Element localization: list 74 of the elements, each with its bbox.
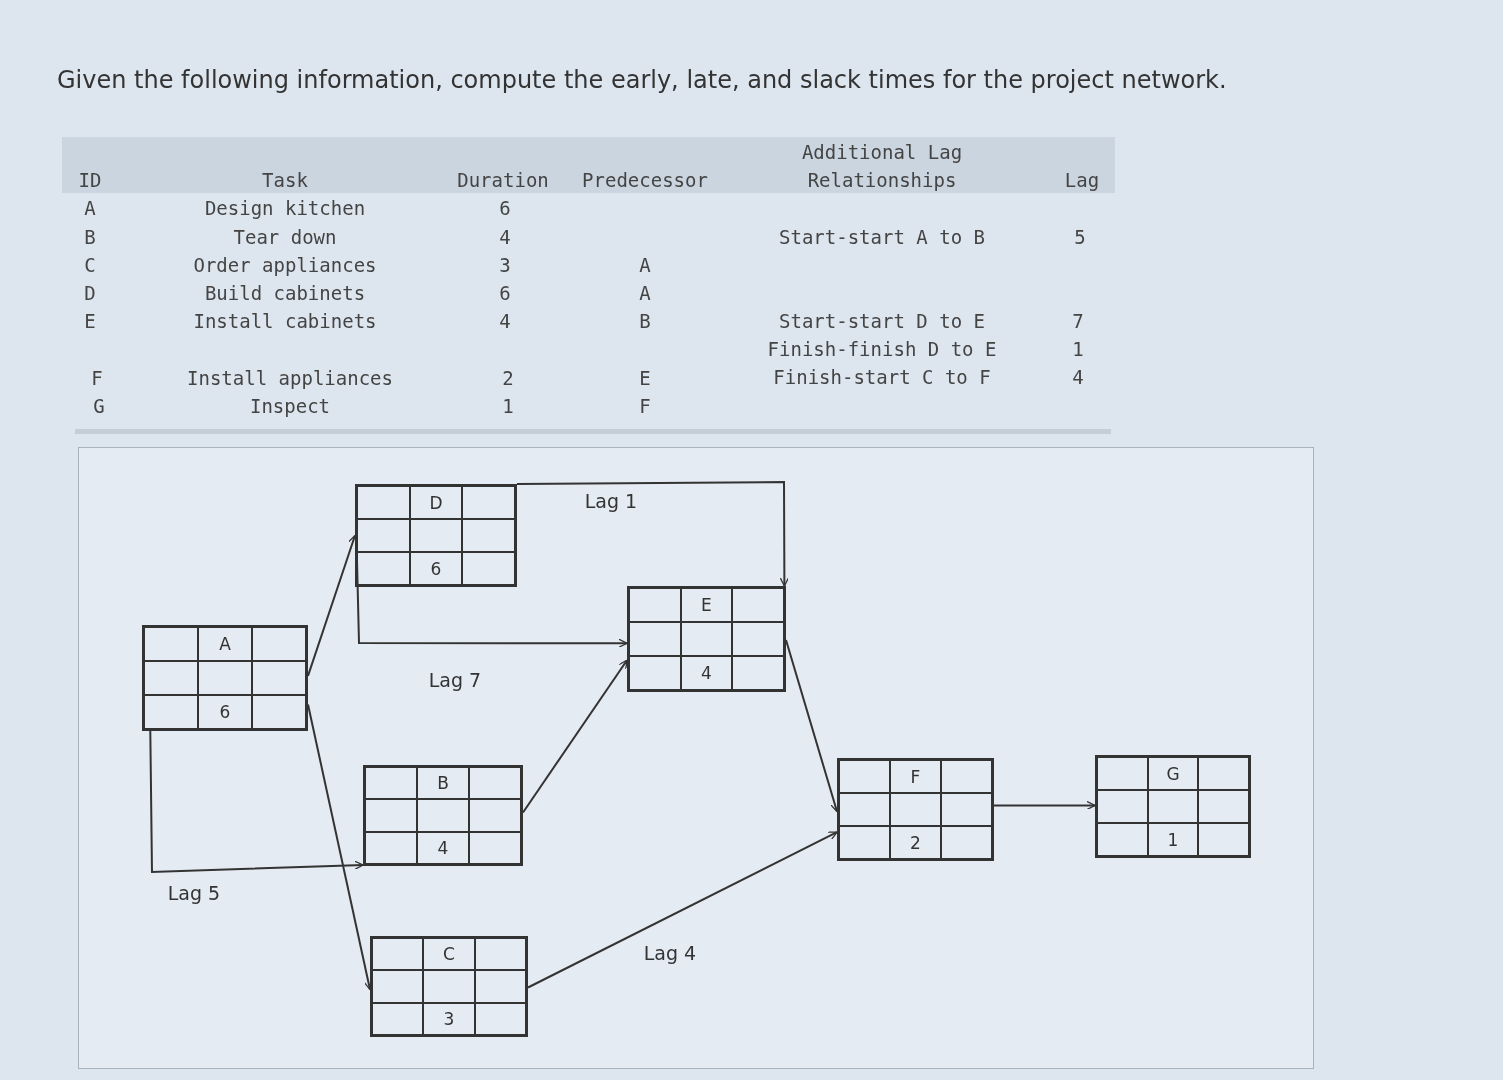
edge-label: Lag 5 xyxy=(167,882,221,904)
table-cell: C xyxy=(84,254,96,276)
arrow xyxy=(993,800,1096,811)
table-cell: Tear down xyxy=(233,226,337,248)
column-header: Duration xyxy=(457,169,549,191)
arrow xyxy=(527,831,838,989)
table-cell: 5 xyxy=(1074,226,1086,248)
grid-cell: 1 xyxy=(1147,823,1199,856)
table-cell: 1 xyxy=(1072,338,1084,360)
table-cell: D xyxy=(84,282,96,304)
activity-grid xyxy=(837,758,994,861)
edge-label: Lag 7 xyxy=(428,669,482,691)
table-cell: 4 xyxy=(1072,366,1084,388)
table-cell: Inspect xyxy=(249,395,331,417)
arrow xyxy=(522,659,628,814)
grid-cell: 6 xyxy=(409,552,463,585)
arrow xyxy=(516,481,789,587)
table-cell: B xyxy=(84,226,96,248)
table-cell: E xyxy=(639,367,651,389)
table-cell: E xyxy=(84,310,96,332)
table-cell: Finish-start C to F xyxy=(773,366,991,388)
table-cell: Start-start D to E xyxy=(779,310,985,332)
table-cell: Design kitchen xyxy=(204,197,366,219)
grid-cell: 2 xyxy=(890,826,941,859)
column-header: ID xyxy=(78,169,102,191)
activity-grid xyxy=(363,765,523,866)
table-cell: A xyxy=(639,282,651,304)
grid-cell: C xyxy=(423,938,475,971)
grid-cell: 3 xyxy=(423,1002,475,1035)
table-cell: F xyxy=(639,395,651,417)
table-cell: 3 xyxy=(499,254,511,276)
arrow xyxy=(149,730,364,874)
arrow xyxy=(785,639,840,813)
table-cell: A xyxy=(84,197,96,219)
table-cell: Order appliances xyxy=(193,254,377,276)
table-cell: 1 xyxy=(502,395,514,417)
grid-cell: E xyxy=(680,588,733,622)
activity-grid xyxy=(370,936,528,1037)
grid-cell: 4 xyxy=(417,831,469,864)
table-cell: B xyxy=(639,310,651,332)
table-cell: G xyxy=(93,395,105,417)
grid-cell: 6 xyxy=(198,695,252,729)
edge-label: Lag 1 xyxy=(584,490,638,512)
column-header: Additional Lag Relationships xyxy=(800,140,964,193)
grid-cell: B xyxy=(417,767,469,800)
table-cell: 7 xyxy=(1072,310,1084,332)
title-text: Given the following information, compute the early, late, and slack times for the project network. xyxy=(57,66,1227,94)
arrow xyxy=(307,703,373,991)
table-cell: 6 xyxy=(499,282,511,304)
grid-cell: 4 xyxy=(680,656,733,690)
table-cell: 6 xyxy=(499,197,511,219)
activity-grid xyxy=(355,484,517,587)
table-cell: Install appliances xyxy=(187,367,393,389)
table-cell: Finish-finish D to E xyxy=(767,338,997,360)
table-cell: 4 xyxy=(499,310,511,332)
table-cell: 2 xyxy=(502,367,514,389)
grid-cell: A xyxy=(198,627,252,661)
table-cell: F xyxy=(91,367,103,389)
grid-cell: G xyxy=(1147,757,1199,790)
table-cell: 4 xyxy=(499,226,511,248)
column-header: Lag xyxy=(1064,169,1100,191)
grid-cell: F xyxy=(890,760,941,793)
column-header: Task xyxy=(262,169,308,191)
column-header: Predecessor xyxy=(582,169,708,191)
activity-grid xyxy=(142,625,308,731)
table-cell: A xyxy=(639,254,651,276)
grid-cell: D xyxy=(409,486,463,519)
activity-grid xyxy=(1095,755,1251,858)
table-cell: Start-start A to B xyxy=(779,226,985,248)
table-cell: Build cabinets xyxy=(204,282,366,304)
activity-grid xyxy=(627,586,786,692)
arrow xyxy=(307,534,357,677)
table-cell: Install cabinets xyxy=(193,310,377,332)
edge-label: Lag 4 xyxy=(643,942,697,964)
